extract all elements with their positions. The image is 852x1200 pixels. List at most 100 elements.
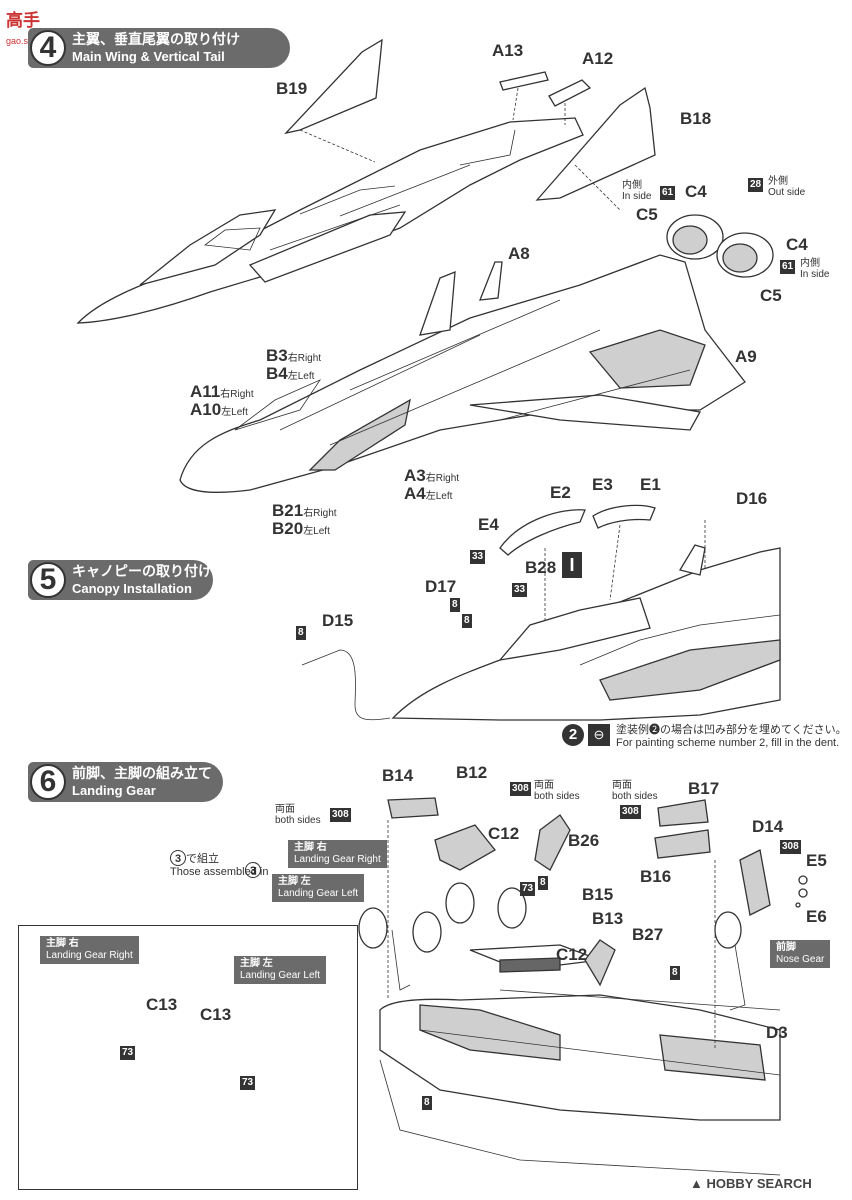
paint-code-308c: 308 — [620, 805, 641, 819]
paint-code-308b: 308 — [330, 808, 351, 822]
paint-code-61a: 61 — [660, 186, 676, 200]
tag-gear-left-en: Landing Gear Left — [278, 888, 359, 899]
inset-tag-gear-right: 主脚 右 Landing Gear Right — [40, 936, 139, 964]
part-label-e4: E4 — [478, 515, 499, 534]
part-label-b28: B28 — [525, 558, 557, 577]
both-sides-note-c-en: both sides — [612, 791, 658, 802]
paint-code-8e: 8 — [670, 966, 680, 980]
part-label-e6: E6 — [806, 907, 827, 926]
step-5-title-en: Canopy Installation — [72, 581, 192, 596]
part-label-a8: A8 — [508, 244, 530, 263]
inside-note-b-en: In side — [800, 269, 830, 280]
paint-code-8f: 8 — [422, 1096, 432, 1110]
part-label-a11-text: A11 — [190, 382, 221, 401]
part-label-e2: E2 — [550, 483, 571, 502]
both-sides-note-b-en: both sides — [275, 815, 321, 826]
part-label-a10-text: A10 — [190, 400, 222, 419]
paint-code-8b: 8 — [462, 614, 472, 628]
part-label-c12b: C12 — [556, 945, 588, 964]
paint-code-33b: 33 — [512, 583, 528, 597]
assembled-note-jp: で組立 — [186, 853, 219, 865]
both-sides-note-b-jp: 両面 — [275, 804, 295, 815]
step-4-header: 4 主翼、垂直尾翼の取り付け Main Wing & Vertical Tail… — [28, 28, 290, 81]
assembled-note-en: Those assembled in — [170, 866, 269, 878]
inside-note-a: 内側 In side — [622, 180, 651, 202]
part-label-d14: D14 — [752, 817, 784, 836]
part-label-d16: D16 — [736, 489, 768, 508]
part-label-b20-text: B20 — [272, 519, 304, 538]
part-label-c4a: C4 — [685, 182, 707, 201]
part-label-e1: E1 — [640, 475, 661, 494]
part-label-a9: A9 — [735, 347, 757, 366]
tag-nose-gear: 前脚 Nose Gear — [770, 940, 831, 968]
part-label-a4-sub: 左Left — [425, 491, 453, 502]
inset-tag-gear-left-en: Landing Gear Left — [240, 970, 321, 981]
paint-code-28: 28 — [748, 178, 764, 192]
tag-gear-right-en: Landing Gear Right — [294, 854, 381, 865]
part-label-d17: D17 — [425, 577, 457, 596]
inside-note-b-jp: 内側 — [800, 258, 820, 269]
part-label-d15: D15 — [322, 611, 354, 630]
part-label-e3: E3 — [592, 475, 613, 494]
part-label-c5a: C5 — [636, 205, 658, 224]
paint-code-308d: 308 — [780, 840, 801, 854]
both-sides-note-c-jp: 両面 — [612, 780, 632, 791]
inside-note-a-jp: 内側 — [622, 180, 642, 191]
scheme-number-badge: 2 — [562, 724, 584, 746]
step-6-title-en: Landing Gear Installation — [72, 783, 156, 815]
inset-paint-code-73a: 73 — [120, 1046, 136, 1060]
paint-code-33a: 33 — [470, 550, 486, 564]
part-label-b16: B16 — [640, 867, 672, 886]
part-label-a4-text: A4 — [404, 484, 426, 503]
part-label-a10-sub: 左Left — [221, 407, 248, 418]
inset-tag-gear-left-jp: 主脚 左 — [240, 958, 273, 969]
part-label-a3-sub: 右Right — [425, 473, 460, 484]
paint-code-8d: 8 — [538, 876, 548, 890]
canopy-step-fuselage-art — [391, 544, 781, 721]
part-label-b21-text: B21 — [272, 501, 304, 520]
part-label-b4-sub: 左Left — [287, 371, 315, 382]
part-label-a11-sub: 右Right — [220, 389, 254, 400]
part-label-b27: B27 — [632, 925, 664, 944]
part-label-c5b: C5 — [760, 286, 782, 305]
part-label-a12: A12 — [582, 49, 614, 68]
paint-code-61b: 61 — [780, 260, 796, 274]
part-label-a13: A13 — [492, 41, 524, 60]
both-sides-note-c: 両面 both sides — [612, 780, 658, 802]
lower-fuselage-art — [179, 254, 746, 493]
part-label-b19: B19 — [276, 79, 308, 98]
inset-part-label-c13a: C13 — [146, 995, 178, 1014]
scheme-note-jp: 塗装例❷の場合は凹み部分を埋めてください。 — [616, 724, 847, 736]
part-label-b21-sub: 右Right — [303, 508, 337, 519]
part-label-b12: B12 — [456, 763, 488, 782]
step-5-header: 5 キャノピーの取り付け Canopy Installation — [28, 560, 213, 600]
tag-gear-left: 主脚 左 Landing Gear Left — [272, 874, 365, 902]
part-label-c12a: C12 — [488, 824, 520, 843]
paint-code-73: 73 — [520, 882, 536, 896]
both-sides-note-a: 両面 both sides — [534, 780, 580, 802]
both-sides-note-b: 両面 both sides — [275, 804, 321, 826]
step-4-title-jp: 主翼、垂直尾翼の取り付け — [72, 31, 240, 47]
tag-gear-left-jp: 主脚 左 — [278, 876, 311, 887]
step-5-number: 5 — [30, 562, 66, 598]
watermark-brand-text: 高手 — [6, 11, 40, 30]
part-label-b15: B15 — [582, 885, 614, 904]
part-label-d3: D3 — [766, 1023, 788, 1042]
paint-code-308a: 308 — [510, 782, 531, 796]
assembled-step-ref: 3 — [170, 850, 186, 866]
part-label-b3-text: B3 — [266, 346, 288, 365]
inset-tag-gear-left: 主脚 左 Landing Gear Left — [234, 956, 327, 984]
tag-gear-right-jp: 主脚 右 — [294, 842, 327, 853]
part-label-b26: B26 — [568, 831, 600, 850]
tag-nose-gear-jp: 前脚 — [776, 942, 796, 953]
part-label-b17: B17 — [688, 779, 720, 798]
part-label-b3: B3右Right — [266, 347, 321, 364]
outside-note-jp: 外側 — [768, 176, 788, 187]
step-6-number: 6 — [30, 764, 66, 800]
paint-code-8c: 8 — [296, 626, 306, 640]
inset-tag-gear-right-jp: 主脚 右 — [46, 938, 79, 949]
watermark-logo-bottom: ▲ HOBBY SEARCH — [690, 1176, 812, 1191]
part-label-b20-sub: 左Left — [303, 526, 330, 537]
both-sides-note-a-en: both sides — [534, 791, 580, 802]
